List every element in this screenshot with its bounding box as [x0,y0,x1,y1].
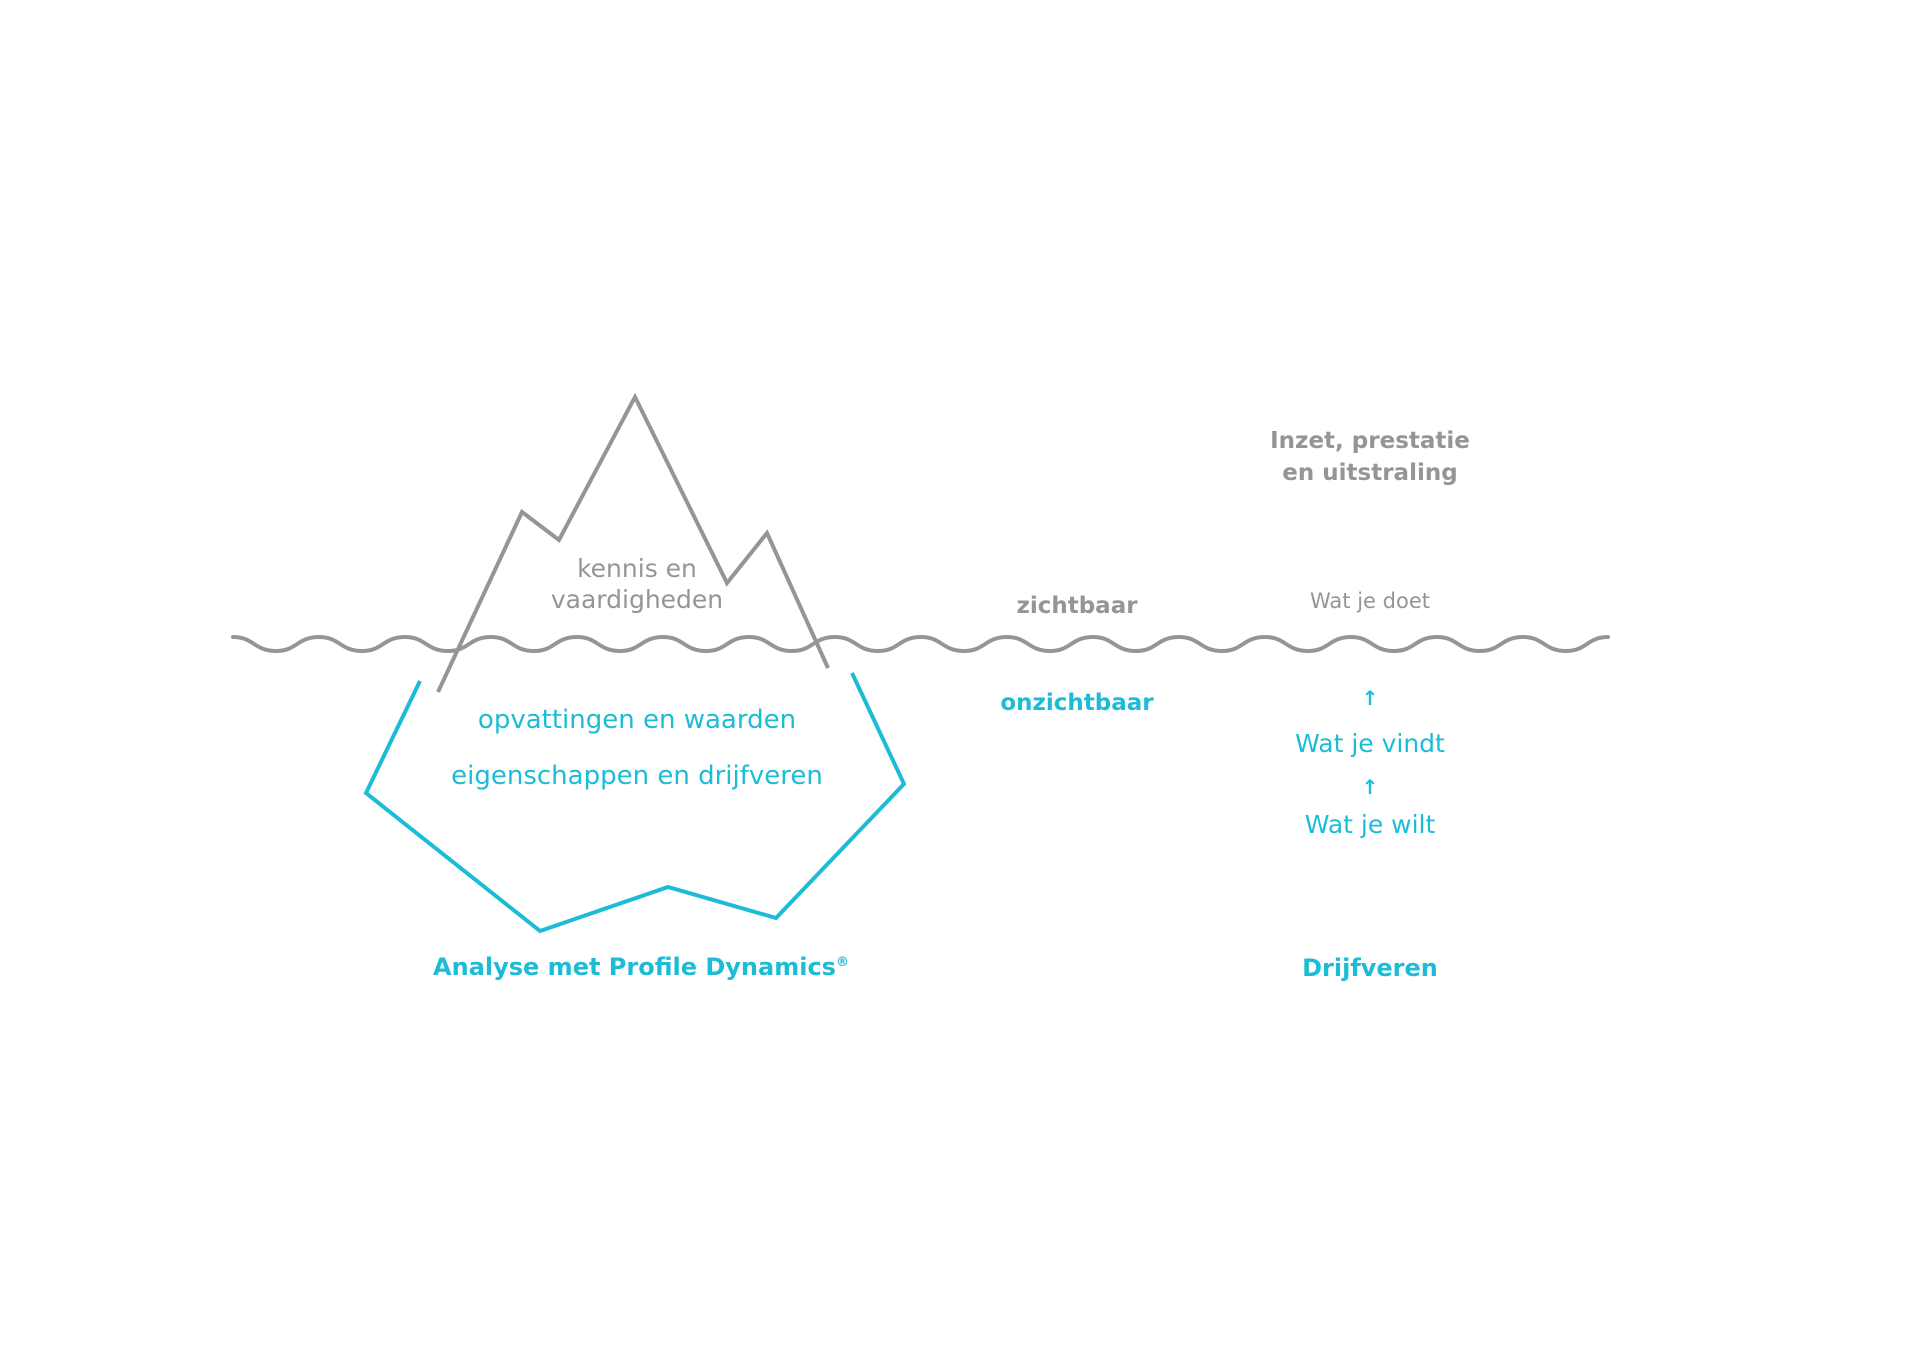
arrow-up-icon: ↑ [1361,775,1379,799]
underwater-label-1: opvattingen en waarden [477,705,797,735]
iceberg-underwater-outline [363,672,907,934]
iceberg-tip-outline [436,392,830,693]
wat-je-vindt-label: Wat je vindt [1295,729,1445,758]
caption-text: Analyse met Profile Dynamics [433,953,836,981]
tip-label-line2: vaardigheden [550,585,724,614]
drijfveren-caption: Drijfveren [1302,954,1438,982]
iceberg-caption: Analyse met Profile Dynamics® [433,955,849,979]
arrow-up-icon: ↑ [1361,686,1379,710]
visible-level-label: zichtbaar [1016,593,1138,619]
wat-je-wilt-label: Wat je wilt [1304,810,1436,839]
water-line [231,634,1610,654]
right-heading-line2: en uitstraling [1282,460,1458,486]
iceberg-tip-label: kennis en vaardigheden [551,556,723,612]
wat-je-doet-label: Wat je doet [1310,589,1430,613]
invisible-level-label: onzichtbaar [1000,690,1154,716]
registered-mark: ® [835,955,849,970]
tip-label-line1: kennis en [577,554,697,583]
right-heading: Inzet, prestatie en uitstraling [1270,430,1470,485]
right-heading-line1: Inzet, prestatie [1270,428,1470,454]
underwater-label-2: eigenschappen en drijfveren [451,761,823,791]
